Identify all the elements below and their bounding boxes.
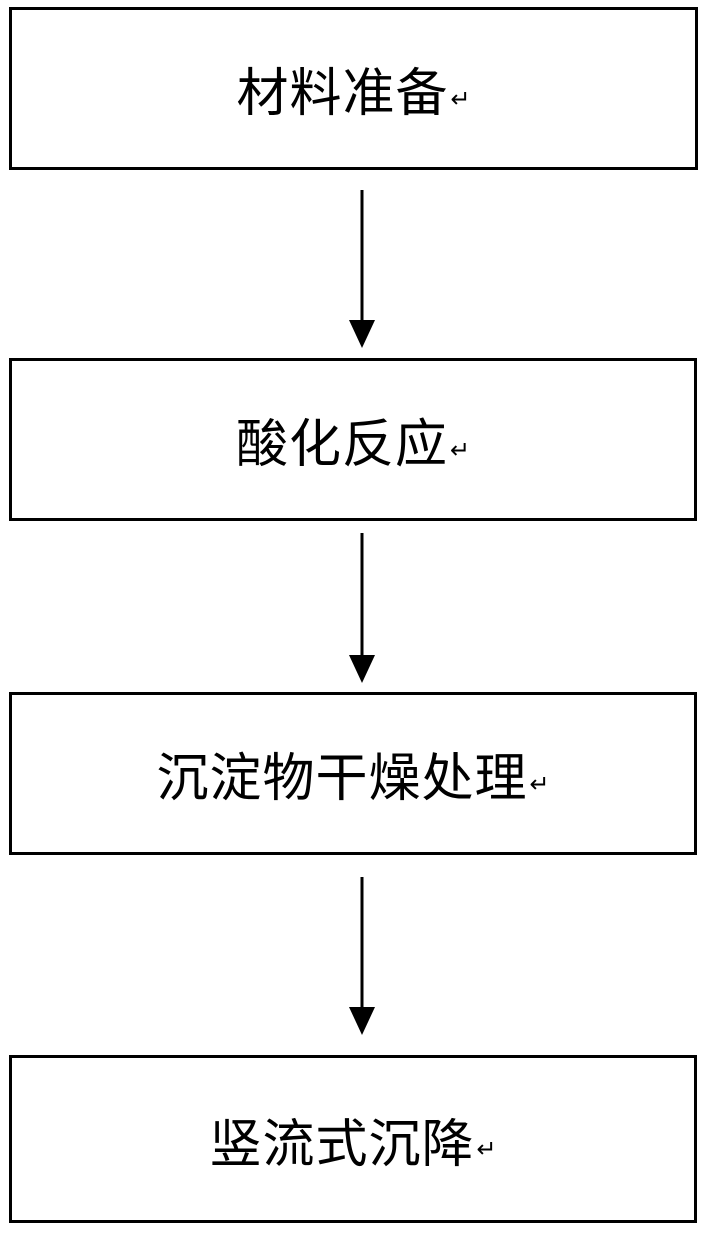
return-mark-icon: ↵ (476, 1135, 497, 1163)
flow-step-2-label: 酸化反应 (235, 415, 448, 475)
flow-step-1-label: 材料准备 (236, 64, 449, 124)
flow-step-3-label: 沉淀物干燥处理 (156, 749, 528, 809)
flow-step-1: 材料准备↵ (9, 7, 698, 170)
arrow-3-to-4 (349, 877, 375, 1035)
arrow-2-head-icon (349, 655, 375, 683)
return-mark-icon: ↵ (529, 769, 550, 798)
return-mark-icon: ↵ (449, 435, 471, 464)
flow-step-4-label: 竖流式沉降 (209, 1114, 475, 1175)
arrow-3-head-icon (349, 1007, 375, 1035)
flow-step-3: 沉淀物干燥处理↵ (9, 692, 697, 855)
arrow-1-to-2 (349, 190, 375, 348)
arrow-2-to-3 (349, 533, 375, 683)
return-mark-icon: ↵ (450, 84, 471, 113)
flow-step-4: 竖流式沉降↵ (9, 1055, 697, 1223)
arrow-1-head-icon (349, 320, 375, 348)
flow-step-2: 酸化反应↵ (9, 358, 697, 521)
